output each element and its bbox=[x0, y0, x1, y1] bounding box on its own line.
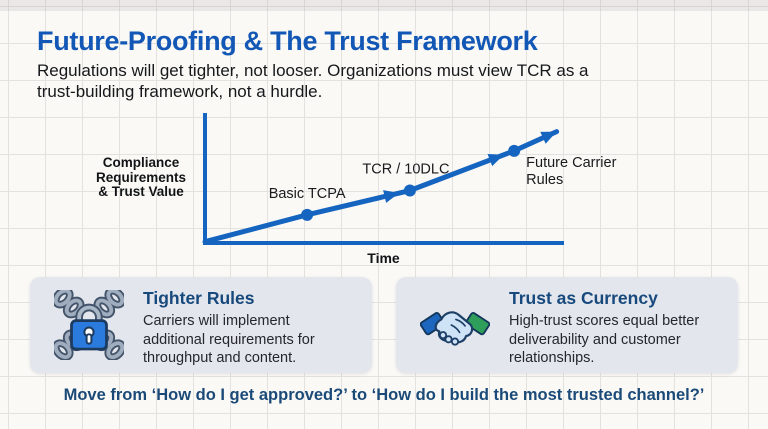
chain-lock-icon bbox=[54, 290, 124, 360]
chart-axes bbox=[203, 113, 564, 245]
arrowhead bbox=[487, 154, 504, 167]
x-axis-label: Time bbox=[367, 250, 400, 266]
milestone-label: TCR / 10DLC bbox=[362, 162, 449, 178]
arrowhead bbox=[383, 190, 400, 203]
slide-subtitle: Regulations will get tighter, not looser… bbox=[37, 61, 589, 101]
card-title: Trust as Currency bbox=[509, 288, 658, 308]
milestone-dot bbox=[403, 184, 416, 197]
trend-line bbox=[202, 129, 560, 245]
page-title: Future-Proofing & The Trust Framework bbox=[37, 26, 538, 56]
milestone-label: Basic TCPA bbox=[269, 186, 346, 202]
milestone-dot bbox=[508, 144, 521, 157]
milestone-dot bbox=[301, 208, 314, 221]
card-tighter-rules: Tighter Rules Carriers will implement ad… bbox=[30, 277, 372, 373]
card-title: Tighter Rules bbox=[143, 288, 255, 308]
card-body: High-trust scores equal better deliverab… bbox=[509, 313, 700, 366]
arrowhead bbox=[540, 131, 557, 144]
top-edge-band bbox=[0, 0, 768, 11]
y-axis-label: Compliance Requirements & Trust Value bbox=[95, 155, 187, 199]
card-body: Carriers will implement additional requi… bbox=[143, 313, 315, 366]
card-trust-as-currency: Trust as Currency High-trust scores equa… bbox=[396, 277, 738, 373]
handshake-icon bbox=[420, 311, 490, 346]
footer-callout: Move from ‘How do I get approved?’ to ‘H… bbox=[63, 386, 705, 404]
